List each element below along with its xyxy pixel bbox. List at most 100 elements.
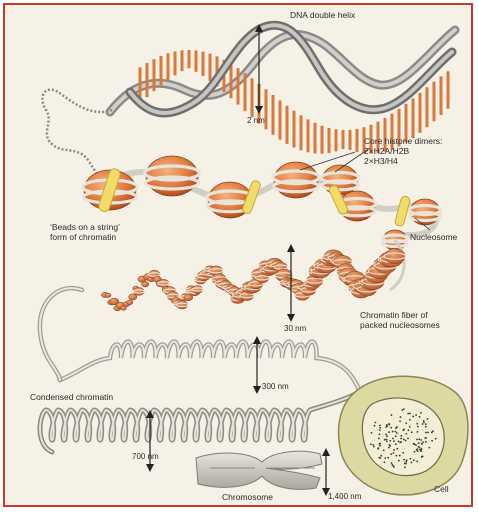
chromatin-dot <box>422 423 424 425</box>
fiber-bead <box>126 300 133 305</box>
chromatin-dot <box>396 432 398 434</box>
chromatin-dot <box>379 424 381 426</box>
chromatin-dot <box>399 455 401 457</box>
label-cell: Cell <box>434 484 449 494</box>
chromatin-dot <box>384 457 386 459</box>
chromatin-dot <box>398 460 400 462</box>
label-nucleosome: Nucleosome <box>410 232 457 242</box>
chromatin-dot <box>386 435 388 437</box>
beads-on-a-string <box>83 156 441 250</box>
chromatin-dot <box>416 439 418 441</box>
chromatin-dot <box>425 441 427 443</box>
chromatin-dot <box>375 422 377 424</box>
chromatin-dot <box>420 439 422 441</box>
chromatin-dot <box>421 448 423 450</box>
chromatin-dot <box>378 433 380 435</box>
label-beads-on-a-string: ‘Beads on a string’ form of chromatin <box>50 222 120 242</box>
chromatin-dot <box>396 448 398 450</box>
chromatin-dot <box>411 431 413 433</box>
chromatin-dot <box>386 440 388 442</box>
chromatin-dot <box>414 451 416 453</box>
fourteen-hundred-nm-arrow <box>322 448 330 496</box>
label-thirty-nm: 30 nm <box>284 324 306 334</box>
chromatin-dot <box>421 456 423 458</box>
chromatin-dot <box>420 412 422 414</box>
chromatin-dot <box>417 426 419 428</box>
chromatin-dot <box>405 422 407 424</box>
chromatin-dot <box>392 438 394 440</box>
chromatin-dot <box>374 425 376 427</box>
chromatin-dot <box>377 448 379 450</box>
chromatin-dot <box>408 429 410 431</box>
condensed-chromatin <box>40 288 360 392</box>
chromatin-dot <box>400 438 402 440</box>
chromatin-dot <box>391 414 393 416</box>
chromatin-dot <box>421 443 423 445</box>
chromatin-dot <box>399 420 401 422</box>
chromatin-dot <box>403 439 405 441</box>
label-seven-hundred-nm: 700 nm <box>132 452 159 462</box>
chromatin-dot <box>424 437 426 439</box>
chromatin-dot <box>419 447 421 449</box>
fiber-bead <box>385 249 405 264</box>
chromatin-dot <box>380 455 382 457</box>
chromatin-dot <box>425 432 427 434</box>
chromatin-dot <box>398 441 400 443</box>
chromosome <box>196 451 322 489</box>
chromatin-dot <box>391 462 393 464</box>
chromatin-dot <box>396 426 398 428</box>
chromatin-dot <box>407 438 409 440</box>
chromatin-dot <box>400 416 402 418</box>
chromatin-dot <box>388 444 390 446</box>
fiber-bead <box>176 301 187 309</box>
chromatin-dot <box>415 444 417 446</box>
chromatin-dot <box>428 447 430 449</box>
chromatin-dot <box>392 431 394 433</box>
chromatin-dot <box>413 443 415 445</box>
chromatin-dot <box>401 409 403 411</box>
chromatin-dot <box>385 433 387 435</box>
chromatin-dot <box>407 413 409 415</box>
chromatin-dot <box>390 453 392 455</box>
chromatin-dot <box>393 449 395 451</box>
chromatin-dot <box>404 466 406 468</box>
chromatin-dot <box>416 431 418 433</box>
fiber-bead <box>105 293 111 297</box>
chromatin-dot <box>400 435 402 437</box>
nucleosome-bead <box>273 162 319 198</box>
fiber-bead <box>141 282 148 287</box>
chromatin-dot <box>386 439 388 441</box>
chromatin-dot <box>427 432 429 434</box>
chromatin-dot <box>402 452 404 454</box>
chromatin-dot <box>383 461 385 463</box>
chromatin-dot <box>416 423 418 425</box>
chromatin-dot <box>423 420 425 422</box>
nucleosome-bead <box>409 199 441 225</box>
chromatin-dot <box>378 438 380 440</box>
chromatin-dot <box>416 461 418 463</box>
chromatin-dot <box>405 433 407 435</box>
chromatin-dot <box>395 443 397 445</box>
cell <box>339 376 468 495</box>
two-nm-arrow <box>255 24 263 114</box>
chromatin-dot <box>413 459 415 461</box>
chromatin-dot <box>372 444 374 446</box>
label-two-nm: 2 nm <box>247 116 265 126</box>
label-chromosome: Chromosome <box>222 492 273 502</box>
chromatin-dot <box>393 466 395 468</box>
nucleosome-bead <box>321 165 359 195</box>
nucleosome-bead <box>145 156 200 196</box>
chromatin-dot <box>370 443 372 445</box>
chromatin-dot <box>394 431 396 433</box>
chromatin-dot <box>371 432 373 434</box>
chromatin-dot <box>388 431 390 433</box>
chromatin-dot <box>435 438 437 440</box>
chromatin-dot <box>384 439 386 441</box>
chromatin-fiber <box>101 240 405 311</box>
chromatin-dot <box>403 459 405 461</box>
chromatin-dot <box>431 431 433 433</box>
chromatin-dot <box>393 440 395 442</box>
chromatin-dot <box>379 442 381 444</box>
